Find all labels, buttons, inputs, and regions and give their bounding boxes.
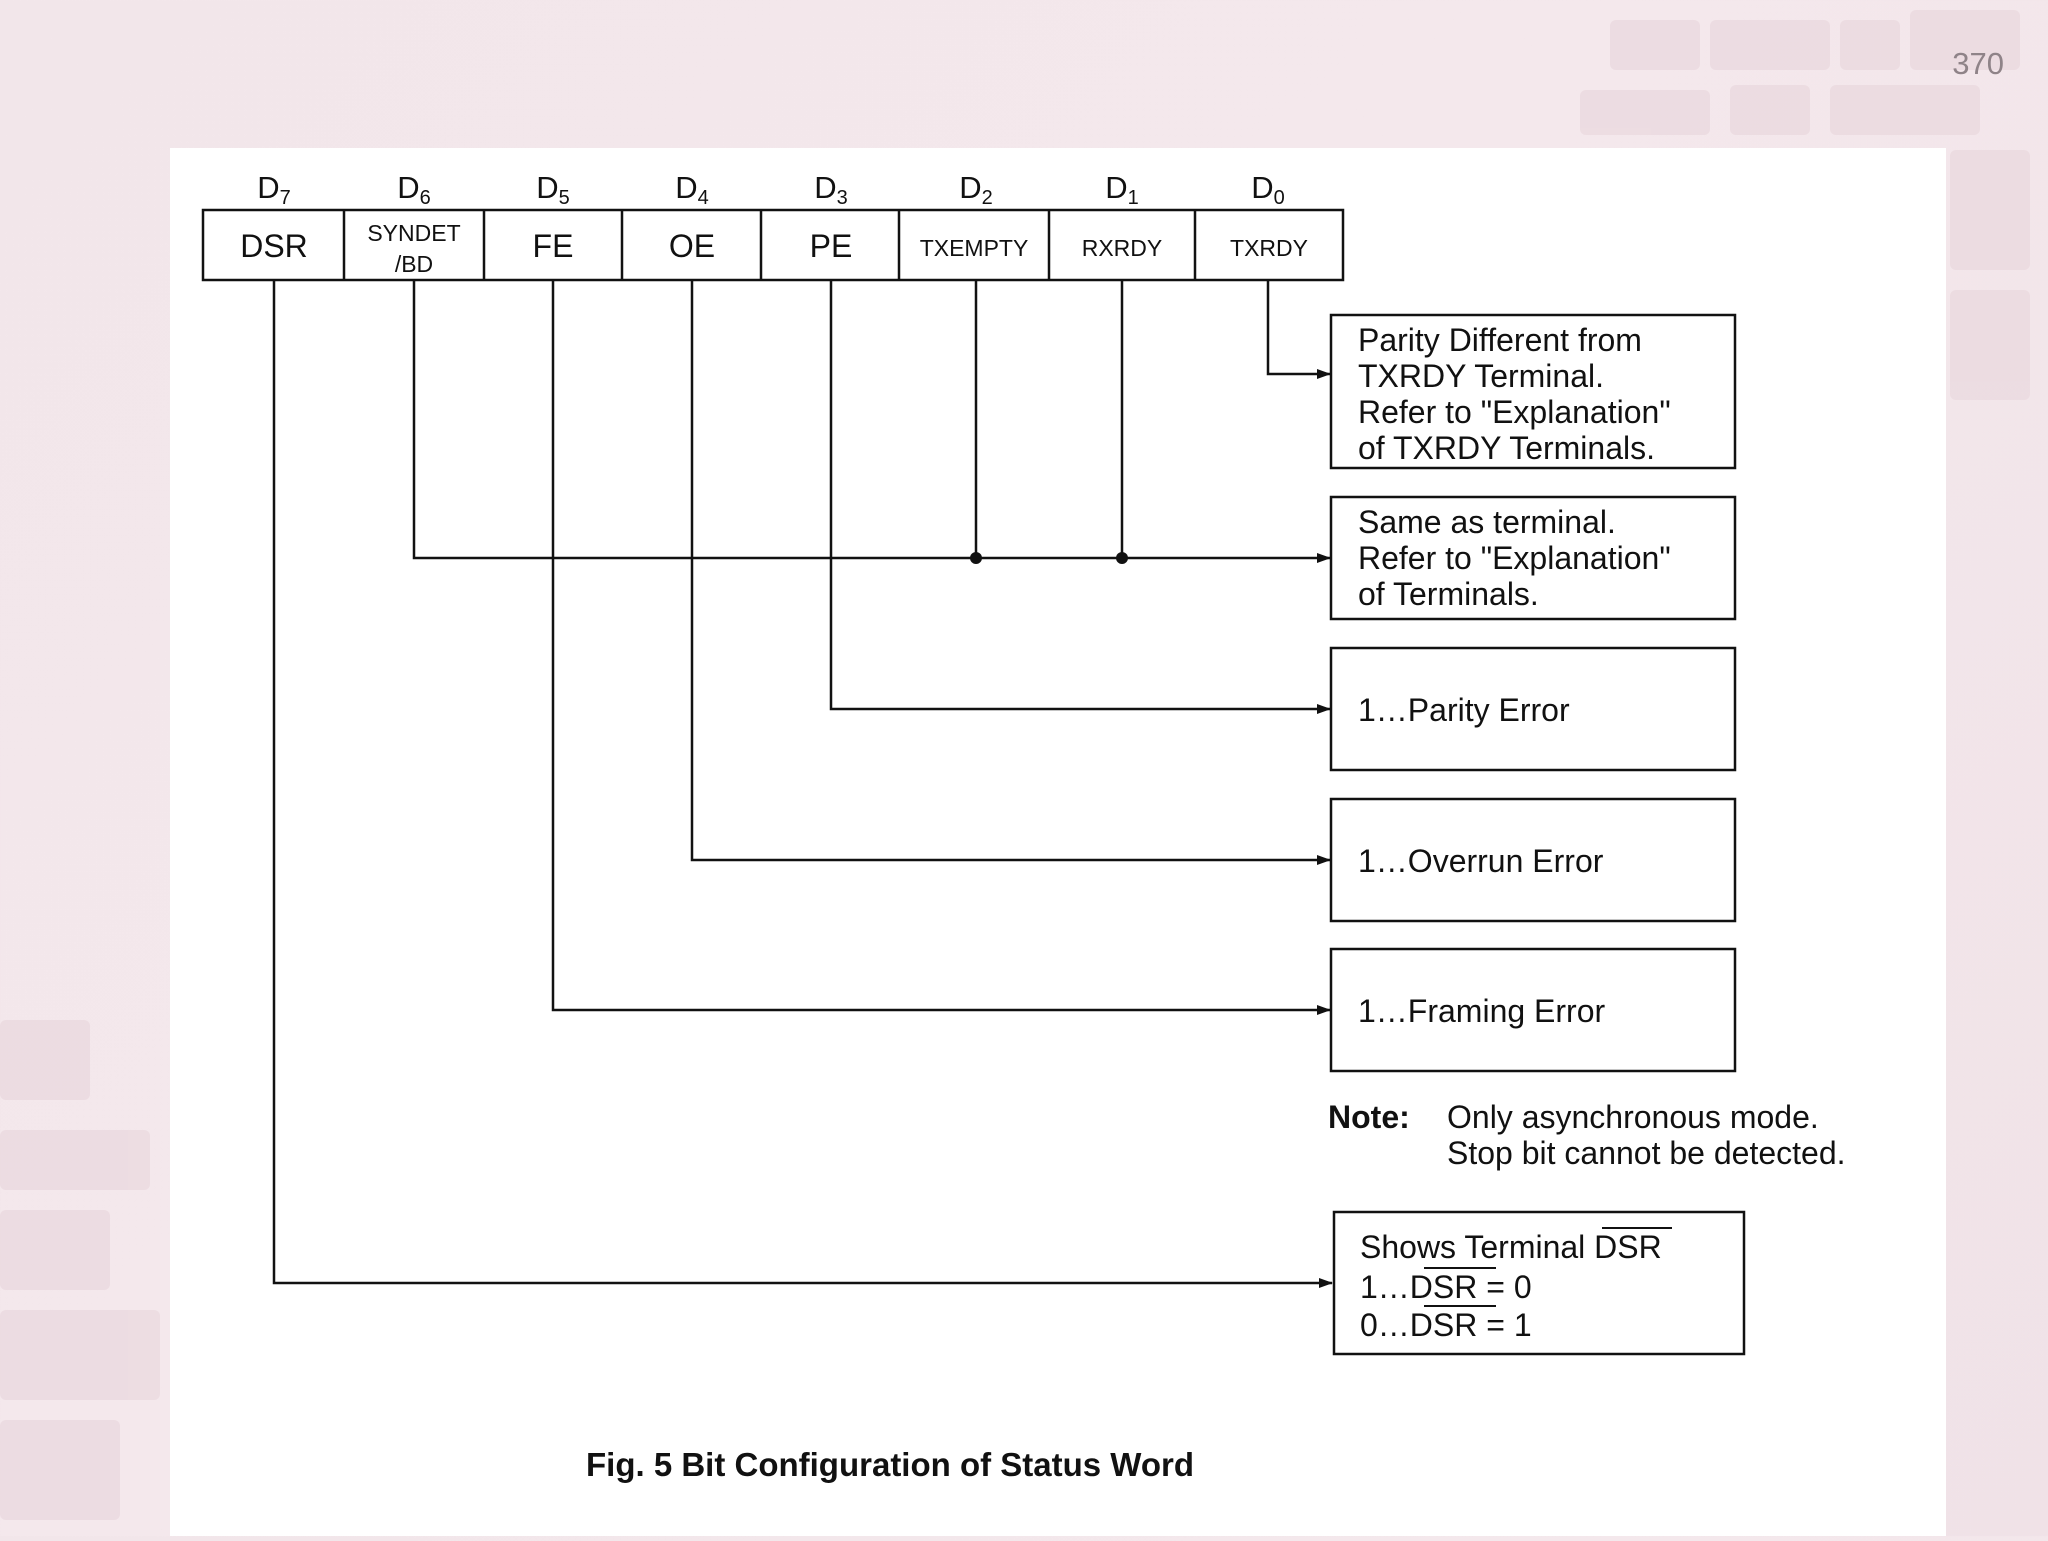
dsr-line-2: 1…DSR = 0: [1360, 1269, 1532, 1305]
bit-header-d6: D6: [397, 170, 431, 209]
txrdy-line-3: Refer to "Explanation": [1358, 394, 1671, 430]
junction-txempty: [970, 552, 982, 564]
bit-name-pe: PE: [810, 228, 853, 264]
bit-header-d2: D2: [959, 170, 993, 209]
connector-fe: [551, 280, 1331, 1015]
dsr-line-1: Shows Terminal DSR: [1360, 1229, 1662, 1265]
bit-name-txempty: TXEMPTY: [920, 235, 1029, 261]
bit-header-d1: D1: [1105, 170, 1139, 209]
status-word-diagram: D7 D6 D5 D4 D3 D2 D1 D0 DSR SYNDET /BD F…: [201, 170, 1846, 1483]
bit-name-fe: FE: [533, 228, 574, 264]
connector-txrdy: [1266, 280, 1331, 379]
description-text: Parity Different from TXRDY Terminal. Re…: [1358, 322, 1672, 1343]
txrdy-line-2: TXRDY Terminal.: [1358, 358, 1604, 394]
desc-box-dsr: [1332, 1210, 1746, 1356]
bit-name-bd: /BD: [395, 251, 433, 277]
bit-header-d3: D3: [814, 170, 848, 209]
bit-name-syndet: SYNDET: [367, 220, 460, 246]
connector-syndet: [412, 280, 1331, 563]
desc-box-txrdy: [1329, 313, 1737, 470]
bit-name-oe: OE: [669, 228, 715, 264]
note-label: Note:: [1328, 1099, 1410, 1135]
desc-box-overrun: [1329, 797, 1737, 923]
desc-box-framing: [1329, 947, 1737, 1073]
connector-pe: [829, 280, 1331, 714]
junction-dots: [970, 552, 1128, 564]
figure-caption: Fig. 5 Bit Configuration of Status Word: [586, 1446, 1194, 1483]
bit-name-dsr: DSR: [240, 228, 308, 264]
connector-dsr: [272, 280, 1333, 1288]
bit-header-d0: D0: [1251, 170, 1285, 209]
bit-headers: D7 D6 D5 D4 D3 D2 D1 D0: [257, 170, 1285, 209]
bit-header-d4: D4: [675, 170, 709, 209]
note: Note: Only asynchronous mode. Stop bit c…: [1328, 1099, 1846, 1171]
page-number: 370: [1952, 46, 2004, 81]
note-line-1: Only asynchronous mode.: [1447, 1099, 1819, 1135]
connectors: [272, 280, 1333, 1288]
description-boxes: [1329, 313, 1746, 1356]
terminal-line-3: of Terminals.: [1358, 576, 1539, 612]
connector-oe: [690, 280, 1331, 865]
bit-header-d5: D5: [536, 170, 570, 209]
desc-box-terminal: [1329, 495, 1737, 621]
status-register: [201, 208, 1345, 282]
figure-panel: D7 D6 D5 D4 D3 D2 D1 D0 DSR SYNDET /BD F…: [170, 148, 1946, 1536]
register-outline: [201, 208, 1345, 282]
bit-name-rxrdy: RXRDY: [1082, 235, 1163, 261]
terminal-line-2: Refer to "Explanation": [1358, 540, 1671, 576]
overrun-error-text: 1…Overrun Error: [1358, 843, 1604, 879]
terminal-line-1: Same as terminal.: [1358, 504, 1616, 540]
desc-box-parity: [1329, 646, 1737, 772]
bit-names: DSR SYNDET /BD FE OE PE TXEMPTY RXRDY TX…: [240, 220, 1308, 277]
note-line-2: Stop bit cannot be detected.: [1447, 1135, 1846, 1171]
framing-error-text: 1…Framing Error: [1358, 993, 1606, 1029]
txrdy-line-4: of TXRDY Terminals.: [1358, 430, 1655, 466]
txrdy-line-1: Parity Different from: [1358, 322, 1642, 358]
junction-rxrdy: [1116, 552, 1128, 564]
bit-header-d7: D7: [257, 170, 291, 209]
dsr-line-3: 0…DSR = 1: [1360, 1307, 1532, 1343]
bit-name-txrdy: TXRDY: [1230, 235, 1308, 261]
parity-error-text: 1…Parity Error: [1358, 692, 1570, 728]
